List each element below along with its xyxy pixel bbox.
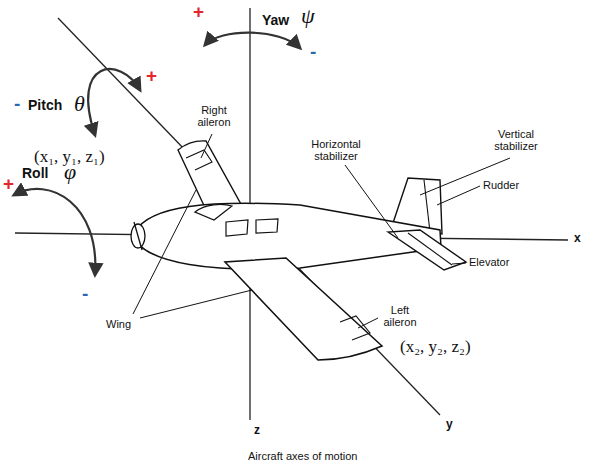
part-label: Horizontal stabilizer — [300, 138, 372, 162]
part-label: Wing — [106, 318, 131, 330]
windshield — [195, 204, 232, 220]
direction-sign: + — [146, 66, 157, 87]
cabin-window — [226, 220, 248, 236]
leader-line — [437, 186, 480, 205]
part-label: Rudder — [483, 179, 519, 191]
part-label: Right aileron — [188, 104, 240, 128]
leader-line — [358, 318, 378, 328]
axis-letter: z — [254, 424, 260, 437]
part-label: Vertical stabilizer — [486, 128, 546, 152]
axis-symbol: φ — [64, 160, 76, 184]
y-axis — [58, 18, 440, 415]
leader-line — [452, 263, 466, 264]
roll-arrow — [14, 189, 95, 275]
direction-sign: - — [82, 284, 88, 305]
axis-name: Yaw — [262, 13, 289, 28]
yaw-arrow — [205, 33, 300, 48]
left-aileron — [340, 316, 370, 340]
leader-line — [133, 190, 196, 314]
leader-line — [140, 290, 252, 318]
direction-sign: + — [3, 174, 14, 195]
axis-name: Pitch — [28, 98, 62, 113]
elevator — [408, 233, 452, 265]
direction-sign: - — [14, 94, 20, 115]
axis-letter: x — [574, 232, 581, 245]
leader-line — [201, 134, 212, 158]
coordinate-label: (x₂, y₂, z₂) — [400, 338, 471, 357]
leader-line — [345, 165, 398, 238]
right-aileron — [186, 150, 212, 170]
propeller — [134, 222, 142, 250]
horizontal-stabilizer — [388, 230, 466, 270]
axis-letter: y — [446, 418, 453, 431]
part-label: Left aileron — [378, 304, 422, 328]
pitch-arrow — [88, 69, 140, 135]
cabin-window — [256, 219, 278, 233]
direction-sign: - — [310, 42, 316, 63]
axis-symbol: θ — [74, 92, 85, 116]
right-wing — [178, 141, 242, 212]
part-label: Elevator — [469, 256, 509, 268]
figure-caption: Aircraft axes of motion — [248, 450, 357, 462]
axis-symbol: ψ — [301, 4, 315, 28]
rudder — [424, 180, 430, 232]
direction-sign: + — [193, 2, 204, 23]
left-wing — [225, 258, 382, 360]
axis-name: Roll — [22, 166, 48, 181]
